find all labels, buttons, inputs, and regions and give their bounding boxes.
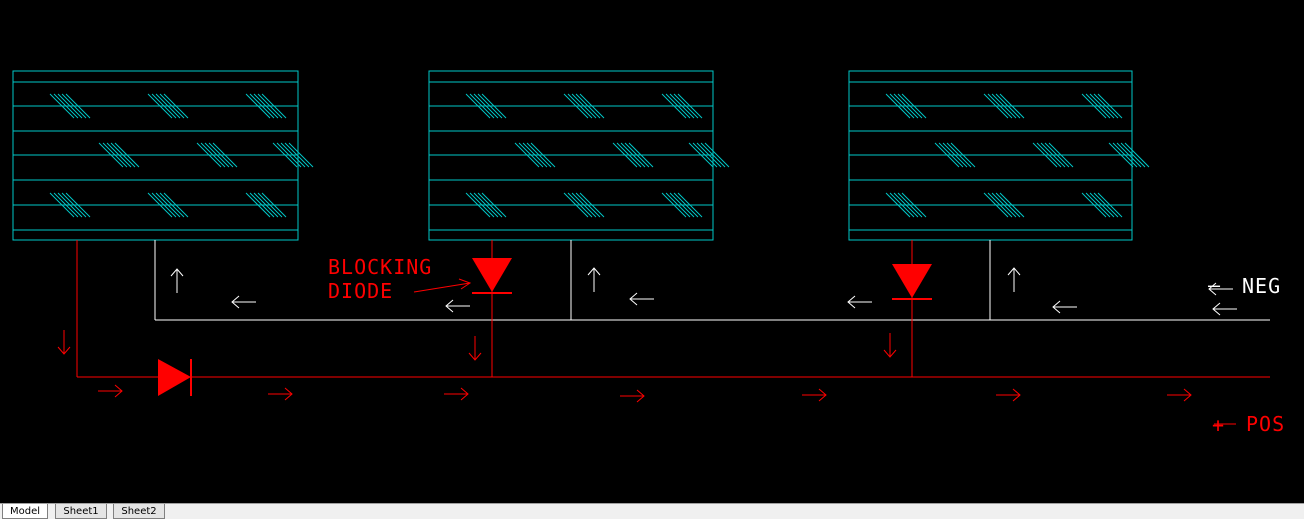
positive-label: POS xyxy=(1246,412,1285,436)
solar-panel-1 xyxy=(12,70,314,241)
positive-arrow-down-1 xyxy=(57,330,71,355)
positive-sign: + xyxy=(1212,413,1225,437)
negative-arrow-left-1 xyxy=(231,295,256,309)
solar-panel-2 xyxy=(428,70,730,241)
positive-current-arrows xyxy=(57,330,1236,425)
blocking-diode-label-line1: BLOCKING xyxy=(328,255,432,279)
negative-arrow-up-1 xyxy=(170,268,184,293)
positive-arrow-right-2 xyxy=(268,387,293,401)
negative-wiring xyxy=(154,240,1270,321)
positive-arrow-down-3 xyxy=(883,333,897,358)
drawing-canvas[interactable]: BLOCKING DIODE — NEG + POS xyxy=(0,0,1304,503)
positive-arrow-right-7 xyxy=(1167,388,1192,402)
negative-sign: — xyxy=(1208,273,1221,297)
tab-sheet1[interactable]: Sheet1 xyxy=(55,504,107,519)
positive-arrow-down-2 xyxy=(468,336,482,361)
layout-tab-bar: Model Sheet1 Sheet2 xyxy=(0,503,1304,519)
negative-arrow-left-7 xyxy=(1208,282,1233,296)
negative-arrow-up-3 xyxy=(1007,267,1021,292)
tab-sheet2[interactable]: Sheet2 xyxy=(113,504,165,519)
negative-arrow-left-5 xyxy=(1052,300,1077,314)
positive-arrow-right-1 xyxy=(98,384,123,398)
solar-panel-3 xyxy=(848,70,1150,241)
positive-arrow-right-6 xyxy=(996,388,1021,402)
positive-arrow-right-3 xyxy=(444,387,469,401)
negative-arrow-left-2 xyxy=(445,299,470,313)
negative-arrow-left-6 xyxy=(1212,302,1237,316)
negative-arrow-left-3 xyxy=(629,292,654,306)
blocking-diode-2 xyxy=(892,264,932,300)
positive-wiring xyxy=(76,240,1270,378)
positive-arrow-right-5 xyxy=(802,388,827,402)
solar-panels-group xyxy=(12,70,1150,241)
blocking-diode-leader-arrow xyxy=(413,278,472,293)
negative-label: NEG xyxy=(1242,274,1281,298)
negative-arrow-up-2 xyxy=(587,267,601,292)
blocking-diode-1 xyxy=(472,258,512,294)
positive-arrow-right-4 xyxy=(620,389,645,403)
blocking-diode-label-line2: DIODE xyxy=(328,279,393,303)
tab-model[interactable]: Model xyxy=(2,504,48,519)
negative-arrow-left-4 xyxy=(847,295,872,309)
negative-current-arrows xyxy=(170,267,1237,316)
main-diode xyxy=(158,359,192,396)
